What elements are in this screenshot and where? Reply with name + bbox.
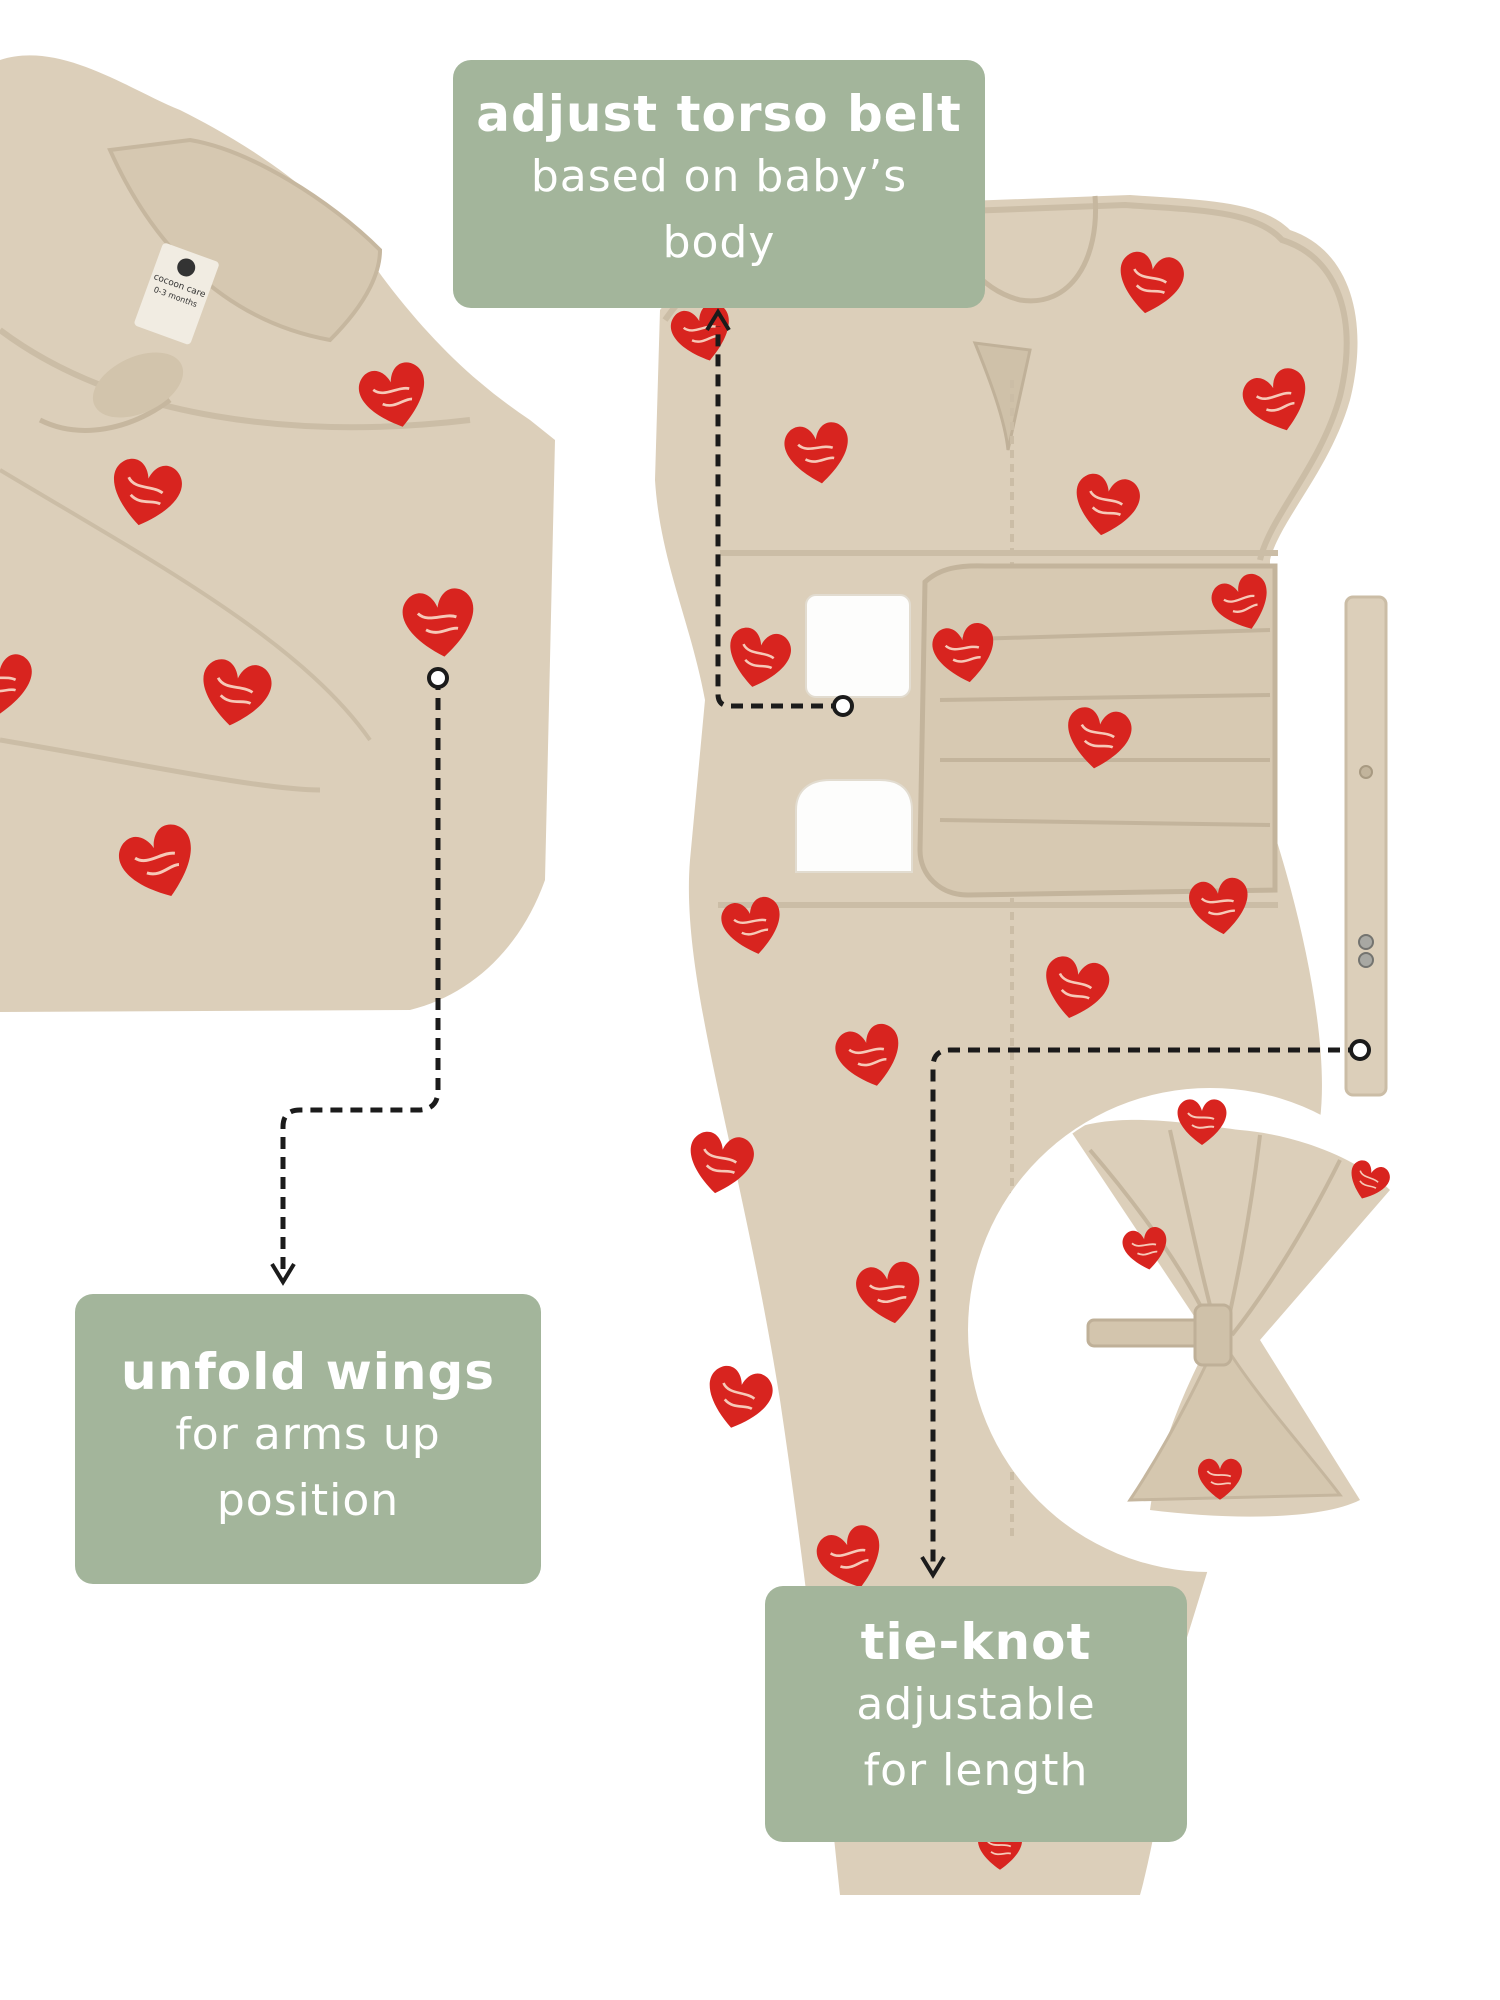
tie-knot-inset [968,1088,1452,1572]
callout-unfold-wings: unfold wings for arms up position [75,1294,541,1584]
callout-torso-belt: adjust torso belt based on baby’s body [453,60,985,308]
callout-tie-knot-subtitle-2: for length [863,1745,1089,1796]
leader-lines [270,308,1371,1579]
callout-torso-belt-subtitle-1: based on baby’s [530,151,908,202]
callout-torso-belt-subtitle-2: body [662,217,776,268]
callout-tie-knot-title: tie-knot [860,1613,1092,1671]
zoomed-garment-detail: cocoon care 0-3 months [0,55,555,1013]
callout-unfold-wings-subtitle-1: for arms up [175,1409,441,1460]
detachable-strap [1344,595,1388,1097]
callout-unfold-wings-title: unfold wings [120,1343,496,1401]
brand-label: cocoon care 0-3 months [134,243,219,345]
callout-unfold-wings-subtitle-2: position [216,1475,400,1526]
callout-tie-knot-subtitle-1: adjustable [856,1679,1096,1730]
callout-tie-knot: tie-knot adjustable for length [765,1586,1187,1842]
callout-torso-belt-title: adjust torso belt [476,85,962,143]
